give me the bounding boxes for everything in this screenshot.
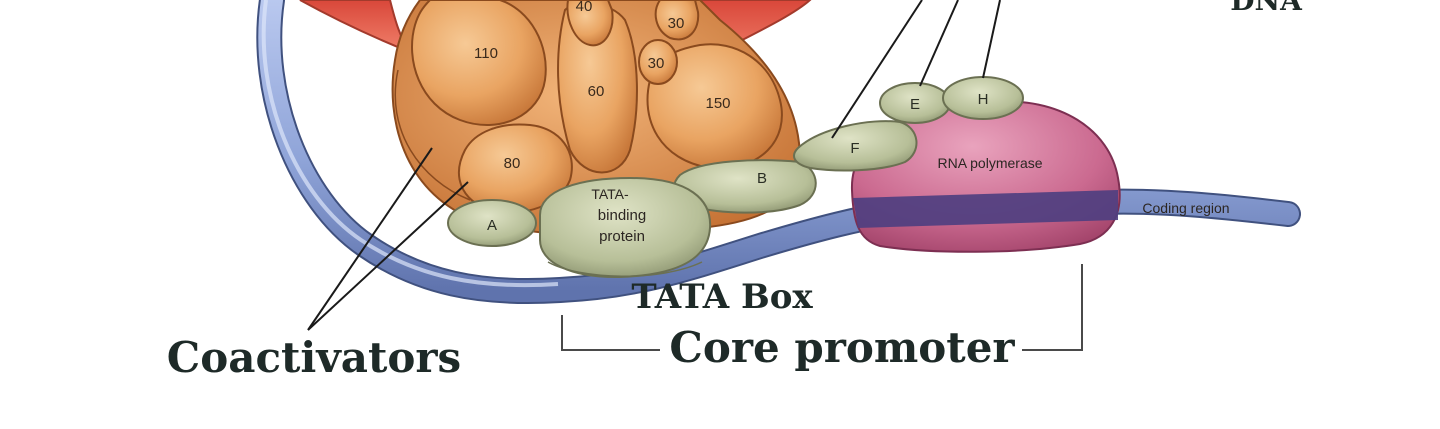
tata-box-label: TATA Box [631,277,813,317]
core-promoter-label: Core promoter [669,323,1015,372]
core-promoter-bracket [561,264,1083,351]
tbp-label-line1: TATA- [591,186,629,202]
tbp-label-line3: protein [599,228,645,245]
dna-leader-e [919,0,959,87]
rna-polymerase-label: RNA polymerase [937,155,1042,171]
subunit-30-top-label: 30 [668,15,685,32]
dna-leader-h [982,0,1001,79]
dna-leader-f [831,0,923,139]
factor-a-shape [447,199,537,247]
general-factors: B F E H A TATA- binding protein [447,76,1024,279]
subunit-80-label: 80 [504,155,521,172]
factor-f-label: F [850,140,859,157]
rna-polymerase: RNA polymerase [850,100,1121,253]
subunit-60-label: 60 [588,83,605,100]
tbp-label-line2: binding [598,207,646,224]
factor-h-label: H [978,91,989,108]
factor-f-shape [793,120,918,172]
subunit-labels: 40 30 30 110 60 150 80 [474,0,730,172]
subunit-30-bottom-label: 30 [648,55,665,72]
subunit-40-label: 40 [576,0,593,15]
coactivator-leader-2 [307,181,469,331]
factor-b-label: B [757,170,767,187]
subunit-150-label: 150 [705,95,730,112]
factor-a-label: A [487,217,497,234]
leader-lines [307,0,1001,331]
coactivators-label: Coactivators [167,333,461,382]
coding-region-label: Coding region [1142,200,1229,216]
dna-label: DNA [1230,0,1303,17]
coactivator-leader-1 [307,147,433,331]
subunit-110-label: 110 [474,45,498,62]
factor-e-label: E [910,96,920,113]
